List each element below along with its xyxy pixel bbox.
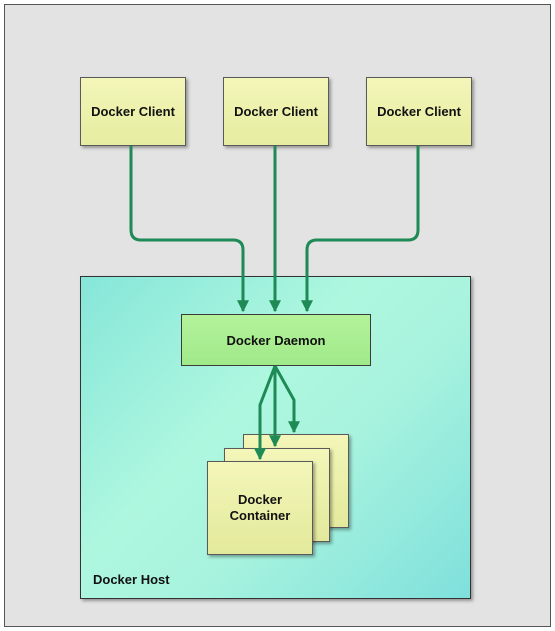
docker-container-label-line2: Container — [229, 508, 291, 523]
docker-client-label: Docker Client — [377, 104, 461, 119]
docker-container-box: Docker Container — [207, 461, 313, 555]
docker-daemon-box: Docker Daemon — [181, 314, 371, 366]
docker-client-box-2: Docker Client — [223, 77, 329, 146]
docker-host-label: Docker Host — [93, 572, 170, 587]
docker-client-box-1: Docker Client — [80, 77, 186, 146]
docker-container-label-line1: Docker — [237, 492, 283, 507]
docker-client-label: Docker Client — [91, 104, 175, 119]
docker-client-box-3: Docker Client — [366, 77, 472, 146]
docker-client-label: Docker Client — [234, 104, 318, 119]
docker-daemon-label: Docker Daemon — [226, 332, 326, 348]
